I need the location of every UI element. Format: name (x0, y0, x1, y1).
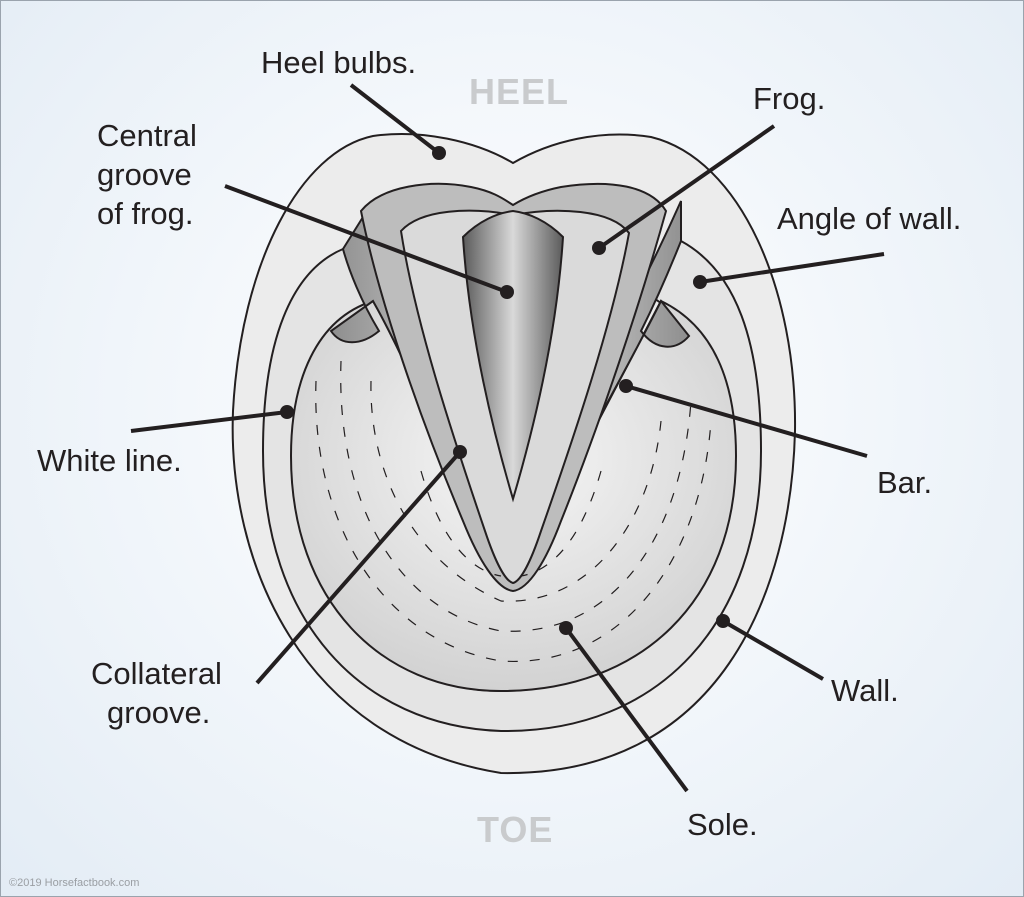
label-frog: Frog. (753, 81, 826, 116)
label-central-groove-line2: groove (97, 157, 192, 192)
label-wall: Wall. (831, 673, 899, 708)
sole-area (289, 299, 738, 693)
toe-heading: TOE (477, 809, 554, 850)
label-angle-of-wall: Angle of wall. (777, 201, 962, 236)
label-white-line: White line. (37, 443, 182, 478)
copyright-credit: ©2019 Horsefactbook.com (9, 877, 140, 889)
label-central-groove-line3: of frog. (97, 196, 194, 231)
label-sole: Sole. (687, 807, 758, 842)
heel-heading: HEEL (469, 71, 570, 112)
sole-texture (315, 360, 712, 662)
label-collateral-groove-line1: Collateral (91, 656, 222, 691)
label-collateral-groove-line2: groove. (107, 695, 211, 730)
label-heel-bulbs: Heel bulbs. (261, 45, 417, 80)
leader-lines (130, 83, 885, 793)
label-central-groove-line1: Central (97, 118, 197, 153)
leader-dots (280, 146, 730, 635)
label-bar: Bar. (877, 465, 933, 500)
